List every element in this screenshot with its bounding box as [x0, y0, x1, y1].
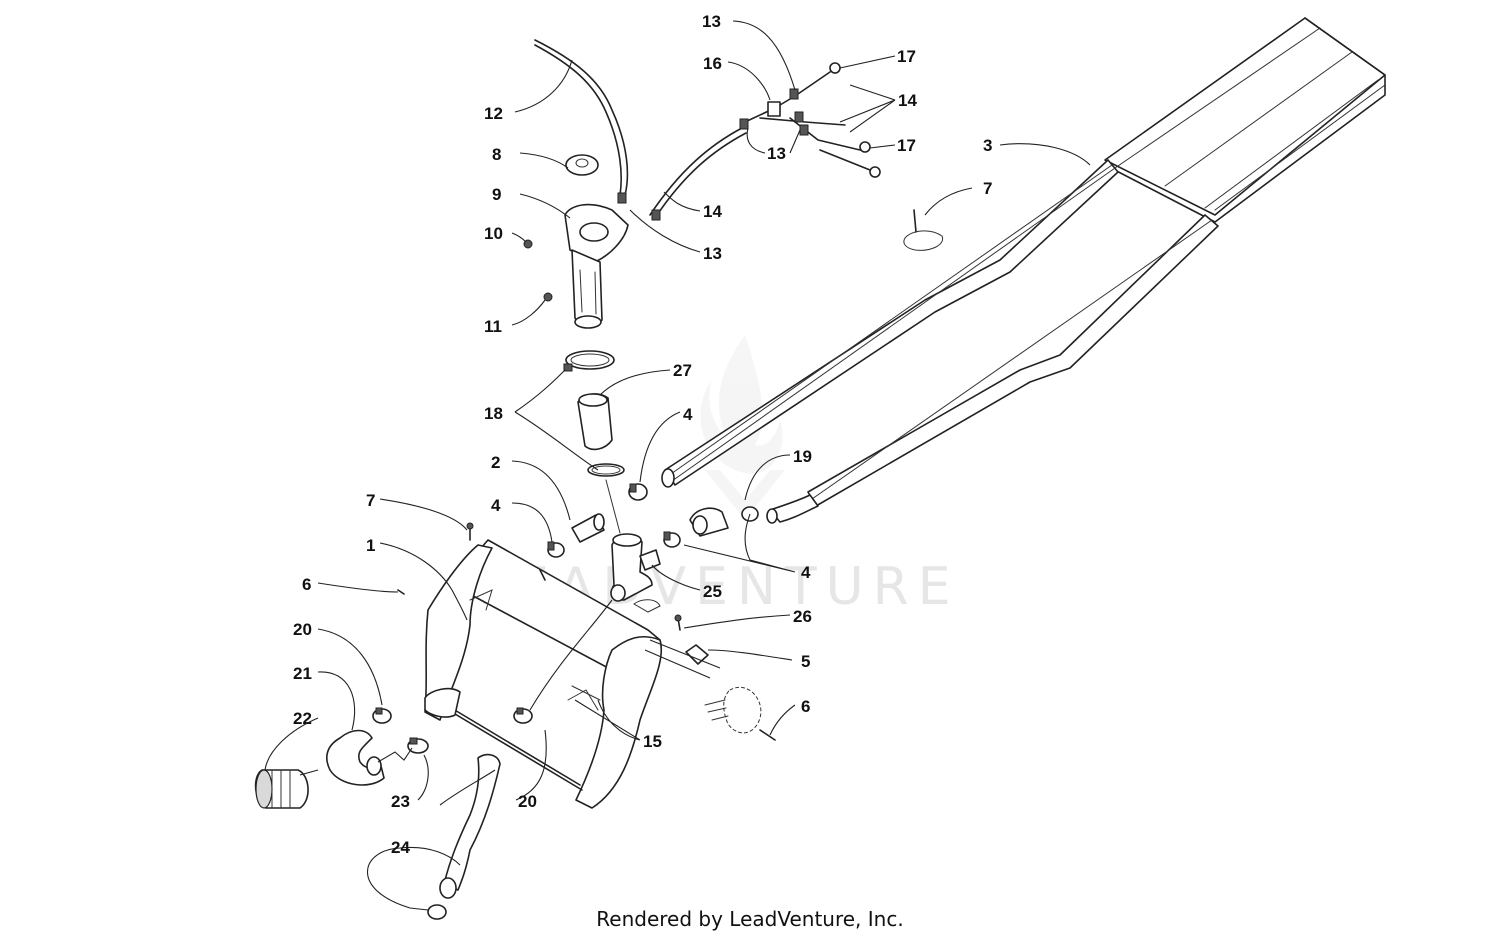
fan-mount-6-right — [704, 686, 776, 741]
callout-20-b: 20 — [518, 792, 537, 811]
callout-1: 1 — [366, 536, 375, 555]
pressure-cap-8 — [565, 154, 599, 176]
callout-17-b: 17 — [897, 136, 916, 155]
callout-22: 22 — [293, 709, 312, 728]
elbow-hose-19 — [689, 507, 729, 537]
hose-27 — [577, 393, 613, 451]
callout-4-c: 4 — [801, 563, 811, 582]
callout-23: 23 — [391, 792, 410, 811]
callout-4-b: 4 — [491, 496, 501, 515]
filler-neck-9 — [564, 203, 629, 329]
callout-15: 15 — [643, 732, 662, 751]
lower-hose-24 — [427, 753, 501, 920]
callout-27: 27 — [673, 361, 692, 380]
callout-7-a: 7 — [366, 491, 375, 510]
radiator-1 — [424, 539, 662, 809]
hose-2 — [571, 513, 605, 543]
footer-credit: Rendered by LeadVenture, Inc. — [596, 907, 903, 931]
callout-4-a: 4 — [683, 405, 693, 424]
hose-clamp-23 — [407, 737, 429, 754]
callout-24: 24 — [391, 838, 410, 857]
lower-cooling-rail — [766, 214, 1219, 524]
callout-10: 10 — [484, 224, 503, 243]
callout-7-b: 7 — [983, 179, 992, 198]
hose-clamp-20-right — [513, 707, 533, 724]
bleeder-screw-lower — [466, 522, 474, 541]
screw-26 — [674, 614, 682, 631]
elbow-hose-21 — [326, 729, 385, 786]
callout-12: 12 — [484, 104, 503, 123]
callout-3: 3 — [983, 136, 992, 155]
overflow-hose-12 — [534, 39, 629, 196]
callout-19: 19 — [793, 447, 812, 466]
hose-clamp-18-upper — [563, 350, 615, 372]
callout-26: 26 — [793, 607, 812, 626]
plugs-17 — [819, 62, 881, 178]
callout-9: 9 — [492, 185, 501, 204]
callout-8: 8 — [492, 145, 501, 164]
callout-13-c: 13 — [703, 244, 722, 263]
screw-11 — [543, 292, 553, 302]
callout-21: 21 — [293, 664, 312, 683]
callout-13-a: 13 — [702, 12, 721, 31]
callout-14-b: 14 — [703, 202, 722, 221]
tee-fitting-16 — [744, 71, 861, 151]
callout-18: 18 — [484, 404, 503, 423]
callout-labels: 1 2 3 4 4 4 5 6 6 7 7 8 9 10 11 12 13 13… — [293, 12, 992, 857]
leader-lines — [264, 20, 1091, 911]
tee-fitting-25 — [605, 479, 661, 613]
callout-14-a: 14 — [898, 91, 917, 110]
bleeder-screw-upper — [903, 209, 944, 251]
hose-clamp-4-a — [628, 483, 648, 501]
hose-clamps-13-14 — [617, 88, 809, 221]
cooling-tunnel-pan — [1104, 17, 1386, 223]
callout-20-a: 20 — [293, 620, 312, 639]
screw-6-left — [397, 589, 405, 595]
hose-clamp-4-b — [547, 541, 565, 558]
hose-clamp-20-left — [372, 707, 392, 724]
upper-cooling-rail — [661, 159, 1119, 488]
callout-11: 11 — [484, 317, 502, 336]
coupler-22 — [254, 769, 309, 809]
callout-6-b: 6 — [801, 697, 810, 716]
callout-17-a: 17 — [897, 47, 916, 66]
vent-hose-14 — [649, 127, 747, 219]
callout-6-a: 6 — [302, 575, 311, 594]
callout-13-b: 13 — [767, 144, 786, 163]
callout-5: 5 — [801, 652, 810, 671]
callout-25: 25 — [703, 582, 722, 601]
hose-clamp-18-lower — [587, 463, 625, 477]
callout-2: 2 — [491, 453, 500, 472]
hose-clamp-4-c — [663, 531, 681, 548]
callout-16: 16 — [703, 54, 722, 73]
bracket-5 — [685, 644, 709, 665]
